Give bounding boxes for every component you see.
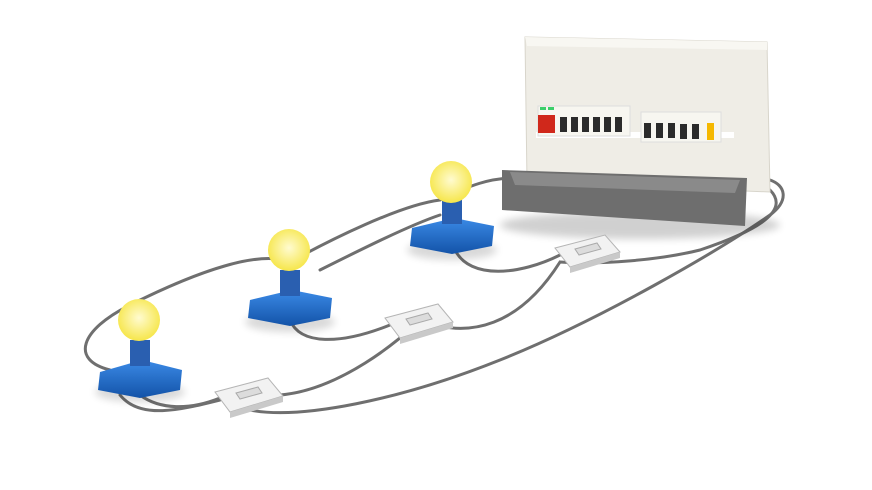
breaker-bank-left [537,105,631,137]
switch-rocker[interactable] [405,312,433,326]
consumer-unit [500,36,780,239]
main-switch[interactable] [538,115,555,133]
switch-rocker[interactable] [235,386,263,400]
light-bulb-2 [245,229,335,332]
ceiling-rose [410,218,494,254]
breaker[interactable] [604,117,611,132]
wire-bulb2-bulb3 [318,213,442,272]
breaker[interactable] [560,117,567,132]
lamp-holder [130,340,150,366]
light-switch-3[interactable] [554,234,621,273]
bulb-glass [118,299,160,341]
rcd-indicator [540,107,546,110]
lamp-holder [442,198,462,224]
ceiling-rose [98,360,182,398]
bulb-glass [430,161,472,203]
breaker[interactable] [680,124,687,139]
light-bulb-3 [407,161,497,260]
breaker[interactable] [582,117,589,132]
ceiling-rose [248,290,332,326]
breaker[interactable] [615,117,622,132]
bulb-glass [268,229,310,271]
breaker[interactable] [593,117,600,132]
wire-outer-loop [248,178,785,415]
yellow-breaker[interactable] [707,123,714,140]
light-switch-1[interactable] [214,377,284,418]
breaker[interactable] [656,123,663,138]
breaker[interactable] [668,123,675,138]
breaker[interactable] [644,123,651,138]
light-bulb-1 [95,299,185,402]
lamp-holder [280,270,300,296]
breaker[interactable] [571,117,578,132]
breaker[interactable] [692,124,699,139]
light-switch-2[interactable] [384,303,454,344]
switch-rocker[interactable] [574,242,602,256]
breaker-bank-right [640,111,722,143]
